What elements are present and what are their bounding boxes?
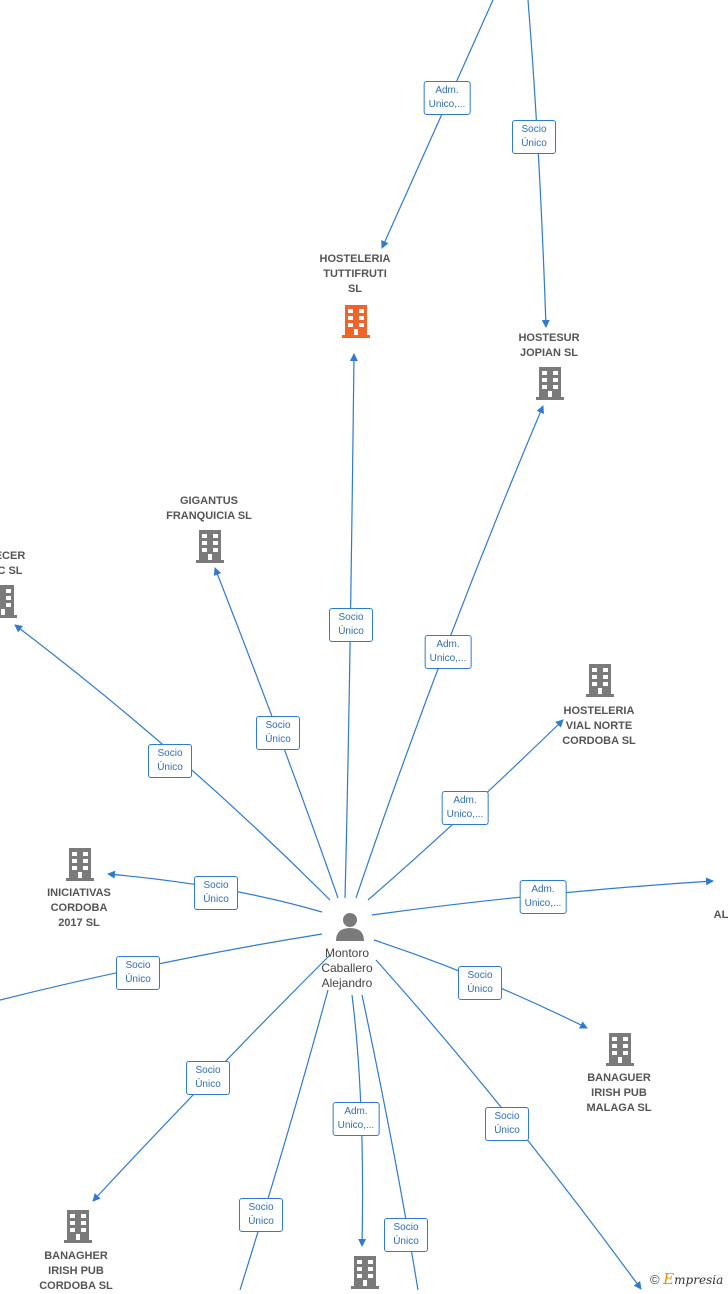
edge-label-top-adm: Adm. Unico,...: [423, 81, 471, 115]
edge-top-socio: [527, 0, 550, 328]
edge-left: [0, 933, 323, 1001]
company-label-gigantus[interactable]: GIGANTUS FRANQUICIA SL: [166, 495, 252, 522]
company-label-banagher[interactable]: BANAGHER IRISH PUB CORDOBA SL: [39, 1250, 113, 1292]
edge-label-banaguer-socio: Socio Único: [458, 966, 502, 1000]
company-label-tuttifruti[interactable]: HOSTELERIA TUTTIFRUTI SL: [319, 253, 391, 295]
edge-label-ecer-socio: Socio Único: [148, 744, 192, 778]
edge-label-al-adm: Adm. Unico,...: [519, 880, 567, 914]
edge-label-bottom-socio1: Socio Único: [239, 1198, 283, 1232]
edge-label-top-socio: Socio Único: [512, 120, 556, 154]
edge-label-br-socio: Socio Único: [485, 1107, 529, 1141]
building-icon: [536, 367, 564, 400]
edge-label-banagher-socio: Socio Único: [186, 1061, 230, 1095]
company-label-ecer[interactable]: ECER C SL: [0, 550, 26, 577]
edge-label-inic-socio: Socio Único: [194, 876, 238, 910]
edge-label-bottom-socio2: Socio Único: [384, 1218, 428, 1252]
company-label-al[interactable]: AL: [713, 909, 728, 921]
edge-label-left-socio: Socio Único: [116, 956, 160, 990]
copyright-symbol: ©: [650, 1272, 660, 1287]
empresia-logo[interactable]: Empresia: [663, 1270, 724, 1288]
building-icon: [196, 530, 224, 563]
building-icon: [342, 305, 370, 338]
building-icon: [64, 1210, 92, 1243]
edge-top-adm: [381, 0, 494, 249]
edge-label-bottom-adm: Adm. Unico,...: [332, 1102, 380, 1136]
building-icon: [606, 1033, 634, 1066]
edge-label-gigantus-socio: Socio Único: [256, 716, 300, 750]
company-label-hostesur[interactable]: HOSTESUR JOPIAN SL: [518, 332, 580, 359]
building-icon: [66, 848, 94, 881]
edge-label-hostesur-adm: Adm. Unico,...: [424, 635, 472, 669]
edge-label-tutti-socio: Socio Único: [329, 608, 373, 642]
company-label-iniciativas[interactable]: INICIATIVAS CORDOBA 2017 SL: [47, 887, 111, 929]
copyright: © Empresia: [650, 1270, 723, 1288]
edge-bottom-left: [239, 989, 329, 1290]
edge-tuttifruti: [344, 353, 358, 899]
building-icon: [0, 585, 17, 618]
person-icon: [336, 913, 364, 941]
company-label-vialnorte[interactable]: HOSTELERIA VIAL NORTE CORDOBA SL: [562, 705, 636, 747]
company-label-banaguer[interactable]: BANAGUER IRISH PUB MALAGA SL: [586, 1072, 652, 1114]
building-icon: [586, 664, 614, 697]
edge-label-vial-adm: Adm. Unico,...: [441, 791, 489, 825]
person-label[interactable]: Montoro Caballero Alejandro: [321, 946, 373, 990]
building-icon: [351, 1256, 379, 1289]
edge-bottom-right: [361, 994, 419, 1290]
